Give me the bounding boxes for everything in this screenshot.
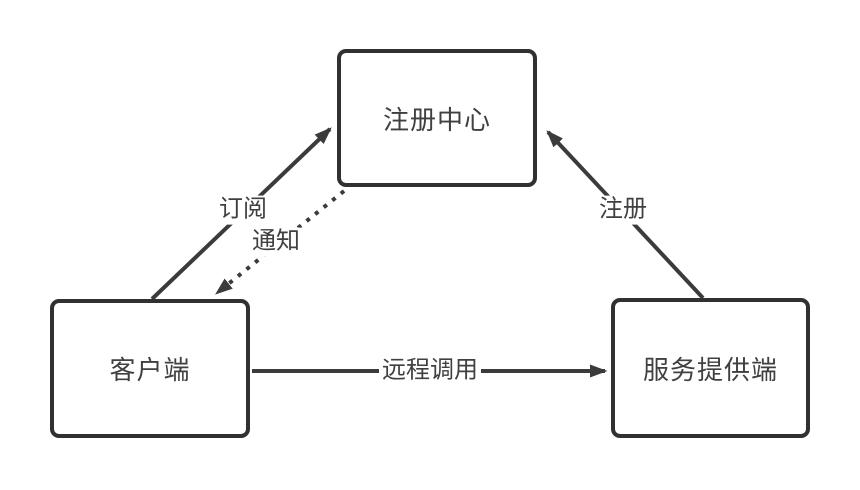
node-registry: 注册中心: [337, 49, 537, 187]
node-client: 客户端: [50, 299, 250, 438]
edge-notify-arrow: [215, 189, 346, 295]
edge-label-subscribe: 订阅: [216, 195, 270, 225]
node-provider: 服务提供端: [611, 298, 810, 438]
edge-label-notify: 通知: [249, 227, 303, 257]
edge-label-register: 注册: [596, 195, 650, 225]
edge-label-remote-call: 远程调用: [379, 356, 481, 386]
